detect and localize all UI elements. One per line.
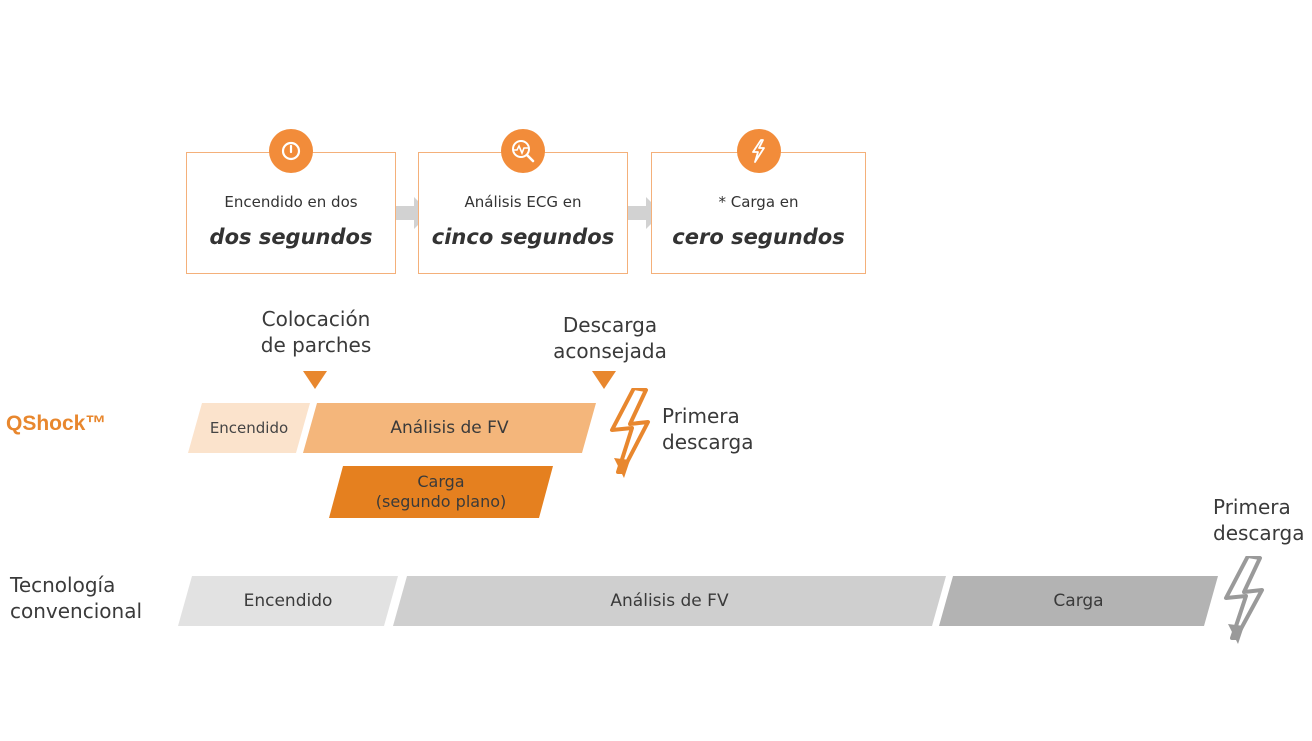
step-power-on: Encendido en dos dos segundos [186,129,396,274]
shock-advised-line2: aconsejada [553,339,667,363]
qshock-first-shock-line1: Primera [662,404,740,428]
qshock-charge-line1: Carga [417,472,465,491]
qshock-vf-analysis-bar: Análisis de FV [303,403,596,453]
qshock-charge-line2: (segundo plano) [375,492,507,511]
conventional-line2: convencional [10,599,143,623]
qshock-charge-bar: Carga (segundo plano) [329,466,553,518]
qshock-charge-text: Carga (segundo plano) [376,472,506,512]
qshock-shock-bolt-icon [610,388,650,478]
conventional-vf-analysis-text: Análisis de FV [610,591,729,611]
conventional-shock-bolt-icon [1224,556,1264,644]
step-ecg-analysis-caption: Análisis ECG en [464,193,582,211]
conventional-charge-bar: Carga [939,576,1218,626]
step-charge: * Carga en cero segundos [651,129,866,274]
ecg-analysis-icon [501,129,545,173]
lightning-icon [736,129,781,173]
pads-placement-marker [303,371,327,389]
pads-placement-line2: de parches [260,333,372,357]
step-charge-caption: * Carga en [718,193,799,211]
conventional-charge-text: Carga [1053,591,1104,611]
conventional-first-shock-line2: descarga [1213,521,1305,545]
shock-advised-label: Descarga aconsejada [540,312,680,364]
conventional-power-on-bar: Encendido [178,576,398,626]
pads-placement-line1: Colocación [261,307,371,331]
conventional-vf-analysis-bar: Análisis de FV [393,576,946,626]
qshock-power-on-bar: Encendido [188,403,310,453]
step-power-on-caption: Encendido en dos [224,193,358,211]
power-icon [269,129,313,173]
qshock-first-shock-label: Primera descarga [662,403,754,455]
qshock-label: QShock™ [6,412,107,435]
shock-advised-line1: Descarga [562,313,658,337]
qshock-first-shock-line2: descarga [662,430,754,454]
shock-advised-marker [592,371,616,389]
conventional-line1: Tecnología [10,573,116,597]
step-charge-time: cero segundos [672,225,845,249]
step-ecg-analysis: Análisis ECG en cinco segundos [418,129,628,274]
conventional-power-on-text: Encendido [243,591,333,611]
conventional-first-shock-label: Primera descarga [1213,494,1305,546]
qshock-power-on-text: Encendido [209,419,289,437]
qshock-vf-analysis-text: Análisis de FV [390,418,509,438]
step-power-on-time: dos segundos [209,225,373,249]
conventional-label: Tecnología convencional [10,572,142,624]
pads-placement-label: Colocación de parches [246,306,386,358]
conventional-first-shock-line1: Primera [1213,495,1291,519]
step-ecg-analysis-time: cinco segundos [431,225,615,249]
